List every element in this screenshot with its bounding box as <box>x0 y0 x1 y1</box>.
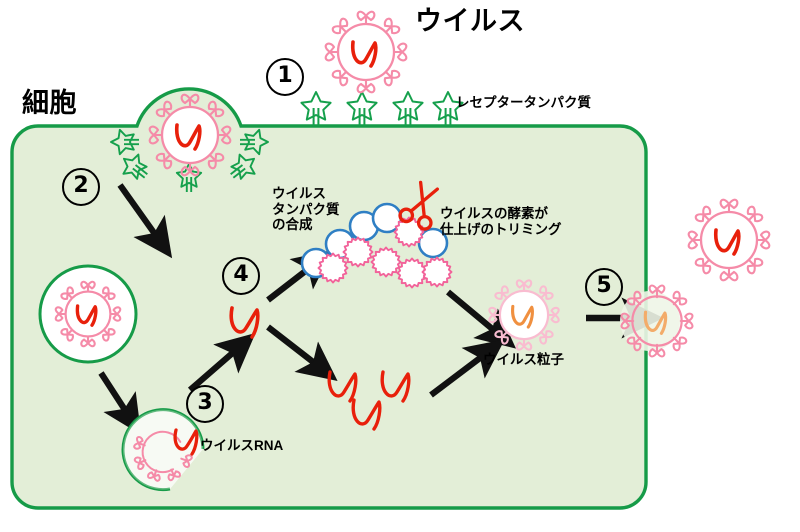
step-4: 4 <box>222 257 260 295</box>
receptor-protein <box>346 91 378 126</box>
step-5: 5 <box>585 268 623 306</box>
receptor-protein-label: レセプタータンパク質 <box>456 95 591 110</box>
viral-rna-copy <box>327 370 358 403</box>
enzyme-trimming-label: ウイルスの酵素が 仕上げのトリミング <box>440 206 562 237</box>
receptor-protein <box>230 153 256 180</box>
virus-uncoating-endosome <box>121 408 205 492</box>
protein-bead-pink <box>342 236 374 268</box>
arrow-endosome-to-uncoating <box>98 371 142 435</box>
receptor-protein <box>432 91 464 126</box>
virus-inside-endosome <box>38 264 138 364</box>
step-1: 1 <box>266 58 304 96</box>
released-virus-particle <box>687 198 771 282</box>
protein-bead-pink <box>396 257 428 289</box>
arrow-step2 <box>117 183 173 259</box>
virus-title-label: ウイルス <box>415 6 525 36</box>
step-2: 2 <box>62 168 100 206</box>
protein-bead-pink <box>421 256 453 288</box>
protein-bead-pink <box>317 252 349 284</box>
viral-rna-copy <box>351 398 382 431</box>
arrow-protein-to-assembly <box>446 289 517 349</box>
receptor-protein <box>240 128 269 156</box>
cell-label: 細胞 <box>22 88 77 118</box>
protein-synthesis-label: ウイルス タンパク質 の合成 <box>272 186 340 233</box>
virus-binding-membrane <box>148 93 232 177</box>
central-viral-rna <box>229 306 260 339</box>
free-virus-particle <box>324 10 408 94</box>
virus-particle-label: ウイルス粒子 <box>483 352 564 367</box>
receptor-protein <box>122 153 148 180</box>
receptor-protein-group <box>300 91 464 126</box>
released-viral-rna <box>173 428 199 456</box>
scissors-icon <box>398 180 439 231</box>
arrow-step3 <box>187 332 256 393</box>
receptor-protein <box>110 128 139 156</box>
viral-rna-copies <box>327 370 411 431</box>
assembled-virus-particle <box>488 279 560 351</box>
receptor-protein <box>392 91 424 126</box>
step-3: 3 <box>186 385 224 423</box>
arrow-step4-to-rna-copies <box>266 324 338 381</box>
viral-protein-chain <box>300 202 453 289</box>
viral-rna-copy <box>380 370 411 403</box>
viral-rna-label: ウイルスRNA <box>200 438 284 453</box>
arrow-rna-to-assembly <box>429 339 505 398</box>
receptor-protein <box>300 91 332 126</box>
protein-bead-pink <box>393 216 425 248</box>
protein-bead-pink <box>370 246 402 278</box>
virus-budding-membrane <box>620 284 694 358</box>
